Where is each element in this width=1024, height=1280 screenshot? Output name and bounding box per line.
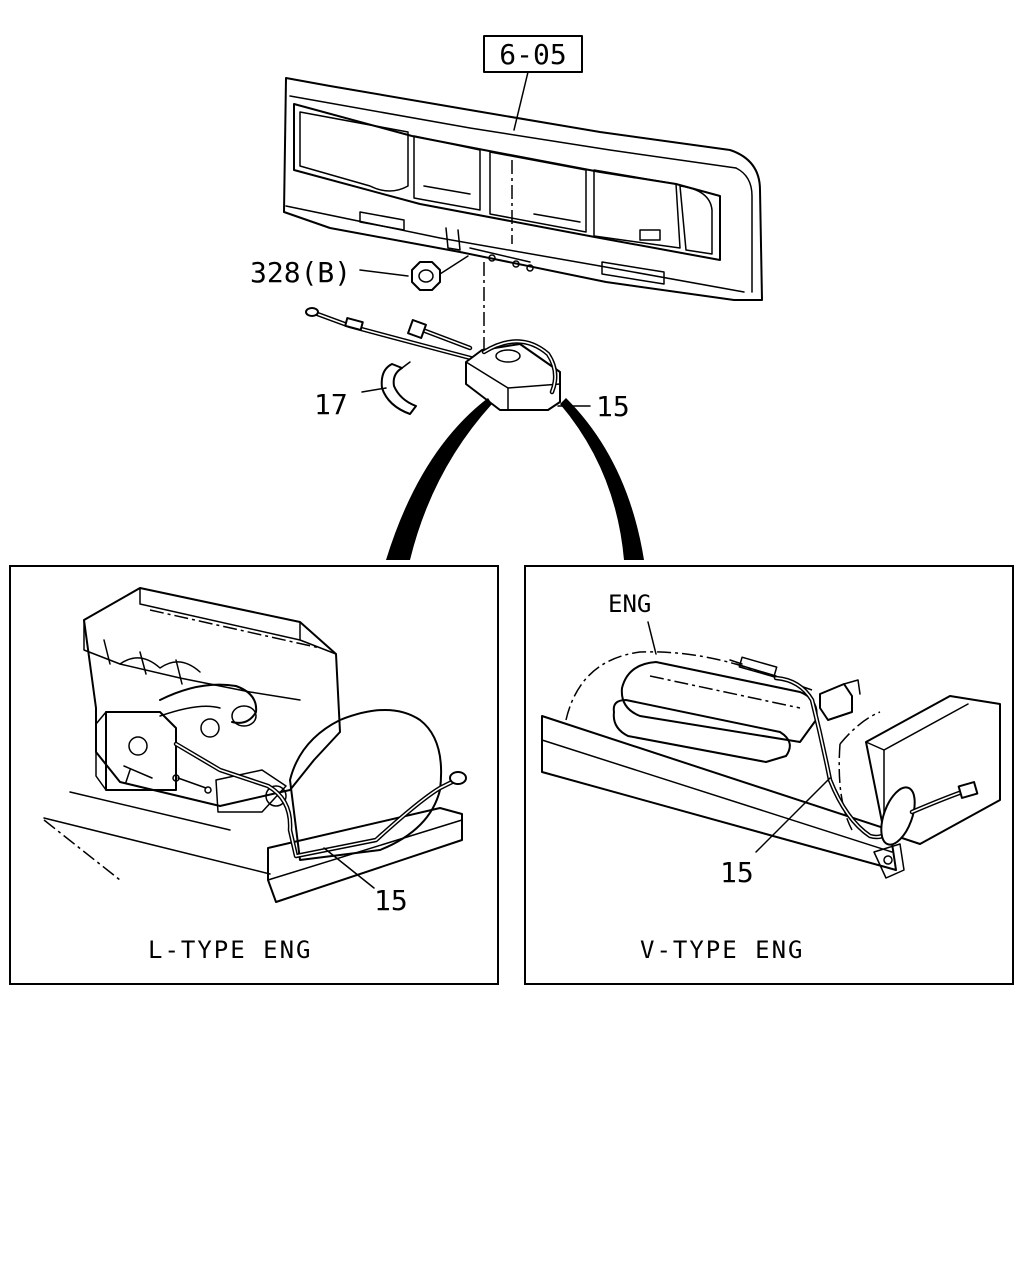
l-type-callout: 15 [374,884,408,917]
reference-leader [513,71,529,131]
reference-callout-6-05[interactable]: 6-05 [483,35,583,131]
v-type-caption: V-TYPE ENG [640,936,805,964]
l-type-caption: L-TYPE ENG [148,936,313,964]
l-type-ring-terminal-icon [449,771,467,785]
harness-callout: 15 [596,390,630,423]
panel-l-type: 15 L-TYPE ENG [9,565,499,985]
eng-leader [647,621,657,655]
clip-icon [380,363,417,415]
v-type-callout: 15 [720,856,754,889]
harness-15-exploded[interactable]: 15 [305,307,630,423]
clip-17[interactable]: 17 [314,361,417,421]
pointer-to-v-type [560,398,644,560]
l-type-leader [323,847,375,889]
nut-icon [411,261,441,291]
v-type-grommet-icon [880,786,916,846]
nut-callout: 328(B) [250,256,351,289]
reference-label: 6-05 [499,38,566,71]
front-panel [283,77,763,301]
v-type-eng-label: ENG [608,590,651,618]
reference-box [483,35,583,73]
nut-328b[interactable]: 328(B) [250,255,469,291]
nut-leader [359,269,409,277]
panel-v-type: ENG 15 V-TYPE ENG [524,565,1014,985]
ring-terminal-icon [305,307,319,317]
pointer-to-l-type [386,398,492,560]
v-type-leader [755,777,831,853]
clip-leader [361,387,387,393]
clip-callout: 17 [314,388,348,421]
